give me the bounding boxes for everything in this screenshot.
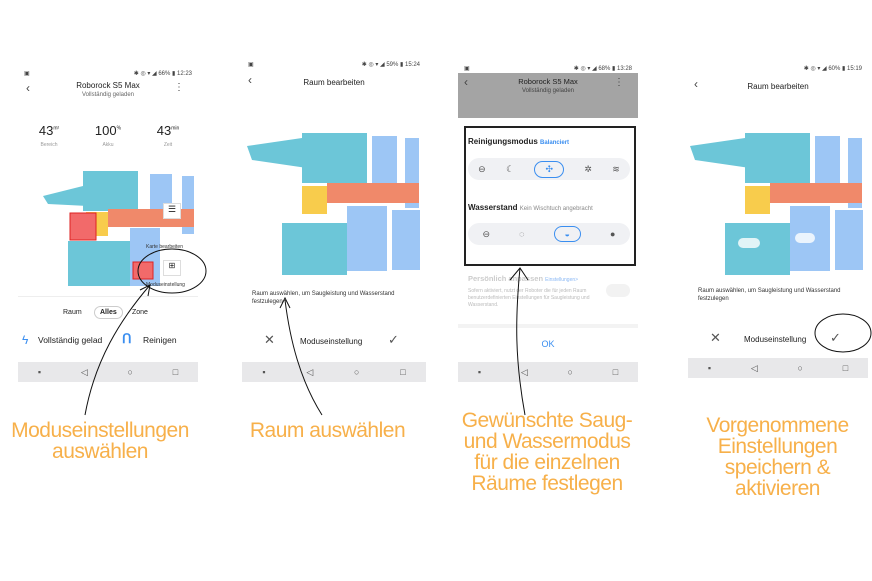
status-bar: ✱ ◎ ▾ ◢ 60% ▮ 15:19 [803, 66, 862, 72]
settings-link[interactable]: Einstellungen> [545, 277, 579, 283]
confirm-check-icon[interactable]: ✓ [388, 332, 399, 347]
mode-max-icon[interactable]: ≋ [612, 163, 620, 174]
nav-dot[interactable]: ▪ [707, 363, 712, 373]
caption-4: Vorgenommene Einstellungen speichern & a… [706, 414, 849, 500]
caption-1: Moduseinstellungen auswählen [11, 419, 189, 463]
room-mode-badge [738, 238, 760, 248]
clean-icon: Ո [122, 331, 132, 346]
mode-balanced-icon[interactable]: ✣ [534, 160, 565, 178]
android-nav-bar: ▪ ◁ ○ □ [242, 362, 426, 382]
more-icon[interactable]: ⋮ [614, 77, 624, 88]
device-title: Roborock S5 Max [76, 81, 140, 90]
android-nav-bar: ▪ ◁ ○ □ [18, 362, 198, 382]
stat-battery: 100%Akku [94, 123, 122, 148]
ok-button[interactable]: OK [541, 339, 555, 349]
tab-alles[interactable]: Alles [94, 306, 123, 319]
back-icon[interactable]: ‹ [464, 75, 468, 89]
nav-back-icon[interactable]: ◁ [80, 366, 88, 377]
nav-home-icon[interactable]: ○ [797, 363, 803, 373]
android-nav-bar: ▪ ◁ ○ □ [458, 362, 638, 382]
phone-screen-3: ▣✱ ◎ ▾ ◢ 68% ▮ 13:28 ‹ Roborock S5 Max V… [458, 62, 638, 384]
caption-2: Raum auswählen [249, 419, 406, 442]
custom-toggle[interactable] [606, 284, 630, 297]
phone-screen-4: ✱ ◎ ▾ ◢ 60% ▮ 15:19 ‹ Raum bearbeiten Ra… [688, 62, 872, 382]
water-off-icon[interactable]: ⊖ [482, 228, 491, 239]
water-low-icon[interactable]: ◌ [519, 229, 525, 239]
battery-level: 66% [158, 71, 171, 77]
close-icon[interactable]: ✕ [264, 332, 275, 347]
close-icon[interactable]: ✕ [710, 330, 721, 345]
phone-screen-2: ▣✱ ◎ ▾ ◢ 59% ▮ 15:24 ‹ Raum bearbeiten R… [242, 58, 426, 384]
caption-3: Gewünschte Saug- und Wassermodus für die… [461, 409, 633, 495]
nav-dot[interactable]: ▪ [262, 367, 266, 377]
edit-map-label: Karte bearbeiten [146, 244, 183, 250]
status-button[interactable]: Vollständig gelad [38, 335, 103, 345]
highlight-circle [814, 313, 872, 353]
mode-setting-button[interactable]: ⊞ [163, 260, 181, 276]
mode-off-icon[interactable]: ⊖ [478, 163, 486, 174]
mode-setting-label: Moduseinstellung [146, 282, 185, 288]
status-bar: ▣✱ ◎ ▾ ◢ 59% ▮ 15:24 [248, 62, 420, 68]
floor-map[interactable] [690, 128, 865, 278]
custom-label: Persönlich anpassen Einstellungen> [468, 274, 579, 283]
status-bar: ▣✱ ◎ ▾ ◢ 68% ▮ 13:28 [464, 66, 632, 72]
back-icon[interactable]: ‹ [248, 73, 252, 87]
water-level-selector[interactable]: ⊖ ◌ ◒ ● [468, 223, 630, 245]
device-status: Vollständig geladen [81, 92, 135, 98]
tab-raum[interactable]: Raum [63, 309, 82, 316]
status-bar: ▣✱ ◎ ▾ ◢ 66% ▮ 12:23 [24, 71, 192, 77]
water-high-icon[interactable]: ● [610, 229, 616, 239]
nav-back-icon[interactable]: ◁ [520, 366, 528, 377]
nav-back-icon[interactable]: ◁ [306, 366, 314, 377]
tab-zone[interactable]: Zone [132, 309, 148, 316]
device-status: Vollständig geladen [521, 88, 575, 94]
nav-recents-icon[interactable]: □ [400, 367, 406, 377]
nav-home-icon[interactable]: ○ [354, 367, 360, 377]
back-icon[interactable]: ‹ [26, 81, 30, 95]
mode-turbo-icon[interactable]: ✲ [584, 163, 592, 174]
edit-map-button[interactable]: ☰ [163, 203, 181, 219]
nav-back-icon[interactable]: ◁ [750, 362, 758, 373]
hint-text: Raum auswählen, um Saugleistung und Wass… [698, 288, 841, 302]
mode-selection-box [464, 126, 636, 266]
charge-icon: ϟ [22, 333, 29, 347]
water-medium-icon[interactable]: ◒ [553, 226, 581, 242]
floor-map[interactable] [247, 128, 422, 278]
page-title: Raum bearbeiten [303, 78, 365, 87]
page-title: Raum bearbeiten [747, 82, 809, 91]
more-icon[interactable]: ⋮ [174, 82, 184, 93]
save-check-icon[interactable]: ✓ [830, 330, 841, 345]
room-mode-badge [795, 233, 815, 243]
android-nav-bar: ▪ ◁ ○ □ [688, 358, 868, 378]
nav-recents-icon[interactable]: □ [842, 363, 849, 373]
custom-description: Sofern aktiviert, nutzt der Roboter die … [468, 288, 590, 308]
nav-home-icon[interactable]: ○ [127, 367, 133, 377]
nav-recents-icon[interactable]: □ [172, 367, 179, 377]
clean-button[interactable]: Reinigen [143, 335, 177, 345]
nav-home-icon[interactable]: ○ [567, 367, 573, 377]
hint-text: Raum auswählen, um Saugleistung und Wass… [252, 291, 395, 305]
mode-setting-button[interactable]: Moduseinstellung [744, 335, 807, 344]
cleaning-mode-label: Reinigungsmodus Balanciert [468, 137, 570, 146]
clock: 12:23 [176, 71, 192, 77]
mode-quiet-icon[interactable]: ☾ [506, 163, 515, 174]
back-icon[interactable]: ‹ [694, 77, 698, 91]
mode-setting-button[interactable]: Moduseinstellung [300, 337, 363, 346]
nav-dot[interactable]: ▪ [477, 367, 482, 377]
nav-recents-icon[interactable]: □ [612, 367, 619, 377]
device-title: Roborock S5 Max [518, 77, 578, 86]
selected-room[interactable] [69, 212, 97, 241]
nav-dot[interactable]: ▪ [37, 367, 42, 377]
highlight-circle [137, 248, 207, 294]
dimmed-header: ‹ Roborock S5 Max Vollständig geladen ⋮ [458, 73, 638, 118]
phone-screen-1: ▣✱ ◎ ▾ ◢ 66% ▮ 12:23 ‹ Roborock S5 Max V… [18, 66, 207, 384]
cleaning-mode-selector[interactable]: ⊖ ☾ ✣ ✲ ≋ [468, 158, 630, 180]
water-level-label: Wasserstand Kein Wischtuch angebracht [468, 203, 593, 212]
